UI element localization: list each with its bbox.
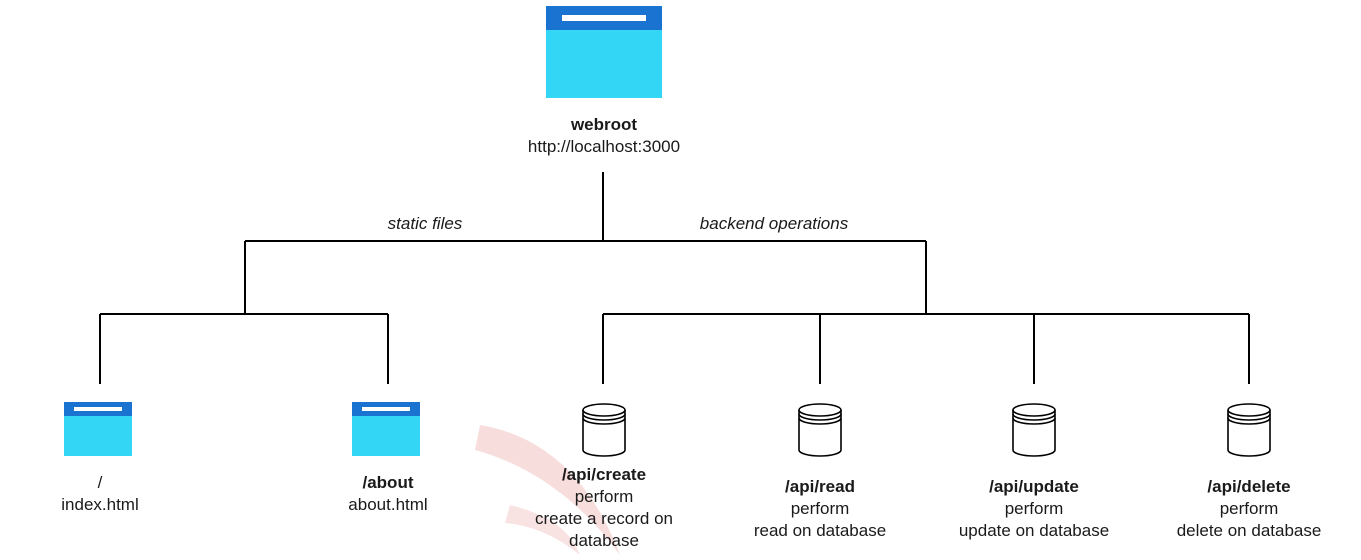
api-delete-line1: perform [1219, 499, 1279, 518]
api-delete-route: /api/delete [1207, 477, 1291, 496]
api-create-node[interactable]: /api/create perform create a record on d… [535, 464, 673, 552]
api-create-line3: database [569, 531, 639, 550]
root-node[interactable]: webroot http://localhost:3000 [528, 114, 680, 158]
static-files-label: static files [387, 214, 463, 233]
root-title: webroot [570, 115, 638, 134]
api-update-route: /api/update [989, 477, 1079, 496]
api-read-line2: read on database [753, 521, 887, 540]
index-file: index.html [61, 495, 139, 514]
database-icon [1227, 403, 1271, 457]
api-update-node[interactable]: /api/update perform update on database [959, 476, 1109, 542]
api-read-node[interactable]: /api/read perform read on database [754, 476, 886, 542]
index-node[interactable]: / index.html [61, 472, 138, 516]
backend-operations-label: backend operations [699, 214, 849, 233]
api-update-line1: perform [1004, 499, 1064, 518]
root-url: http://localhost:3000 [527, 137, 681, 156]
database-icon [798, 403, 842, 457]
api-create-route: /api/create [561, 465, 647, 484]
api-read-line1: perform [790, 499, 850, 518]
api-create-line2: create a record on [535, 509, 673, 528]
about-file: about.html [348, 495, 428, 514]
folder-icon [64, 402, 132, 456]
about-node[interactable]: /about about.html [348, 472, 427, 516]
database-icon [1012, 403, 1056, 457]
api-create-line1: perform [574, 487, 634, 506]
watermark-swoosh [475, 425, 620, 555]
about-route: /about [362, 473, 414, 492]
folder-icon [546, 6, 662, 98]
folder-icon [352, 402, 420, 456]
database-icon [582, 403, 626, 457]
api-read-route: /api/read [785, 477, 855, 496]
index-route: / [97, 473, 103, 492]
api-delete-node[interactable]: /api/delete perform delete on database [1177, 476, 1322, 542]
api-update-line2: update on database [958, 521, 1110, 540]
api-delete-line2: delete on database [1176, 521, 1322, 540]
